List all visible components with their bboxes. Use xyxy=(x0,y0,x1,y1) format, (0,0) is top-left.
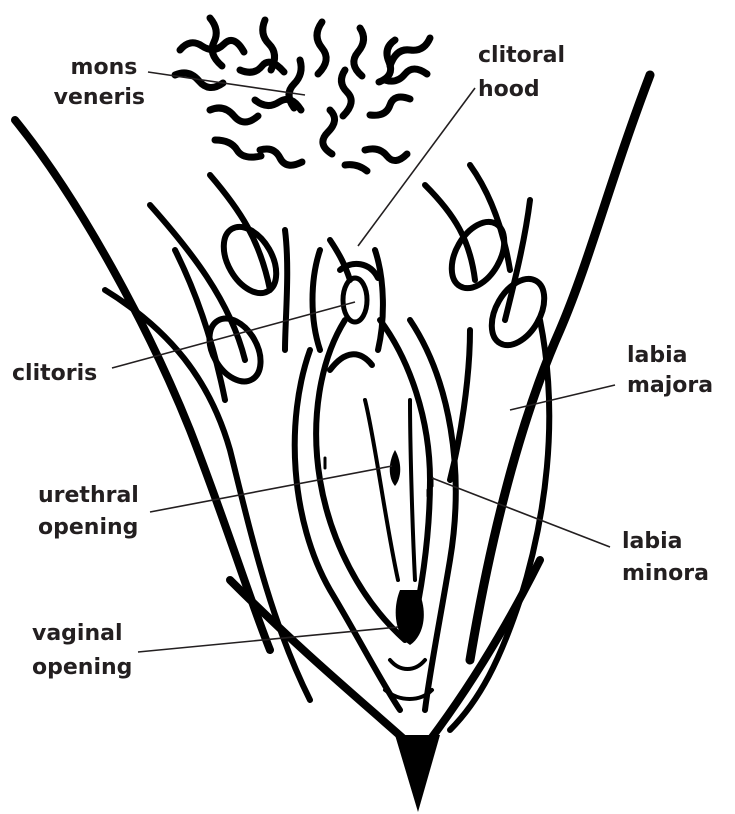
vulva-illustration xyxy=(15,18,650,812)
label-mons-veneris-line1: mons xyxy=(71,55,138,80)
leader-urethral-opening xyxy=(150,466,392,512)
clitoris-glans xyxy=(343,278,367,322)
label-labia-minora-line2: minora xyxy=(622,561,709,586)
label-vaginal-opening-line1: vaginal xyxy=(32,621,123,646)
label-clitoral-hood-line1: clitoral xyxy=(478,43,565,68)
label-urethral-opening: urethral opening xyxy=(38,483,147,540)
label-vaginal-opening: vaginal opening xyxy=(32,621,132,680)
labia-majora-left xyxy=(150,175,287,400)
urethral-opening-shape xyxy=(390,450,401,486)
label-labia-minora-line1: labia xyxy=(622,529,683,554)
clitoral-hood xyxy=(313,240,383,350)
groin-line-left xyxy=(230,580,405,740)
vestibule-lines xyxy=(365,400,432,699)
label-urethral-opening-line2: opening xyxy=(38,515,138,540)
label-urethral-opening-line1: urethral xyxy=(38,483,139,508)
label-labia-minora: labia minora xyxy=(622,529,709,586)
label-mons-veneris: mons veneris xyxy=(54,55,145,110)
perineum-point xyxy=(395,735,440,812)
label-labia-majora: labia majora xyxy=(627,343,713,398)
labels: mons veneris clitoral hood clitoris labi… xyxy=(12,43,713,680)
label-clitoral-hood-line2: hood xyxy=(478,77,540,102)
leader-labia-majora xyxy=(510,385,615,410)
leader-labia-minora xyxy=(432,478,610,547)
label-clitoral-hood: clitoral hood xyxy=(478,43,573,102)
labia-majora-right xyxy=(425,165,555,480)
label-labia-majora-line1: labia xyxy=(627,343,688,368)
label-mons-veneris-line2: veneris xyxy=(54,85,145,110)
label-labia-majora-line2: majora xyxy=(627,373,713,398)
label-clitoris-line1: clitoris xyxy=(12,361,97,386)
label-vaginal-opening-line2: opening xyxy=(32,655,132,680)
label-clitoris: clitoris xyxy=(12,361,97,386)
leader-mons-veneris xyxy=(148,72,305,95)
